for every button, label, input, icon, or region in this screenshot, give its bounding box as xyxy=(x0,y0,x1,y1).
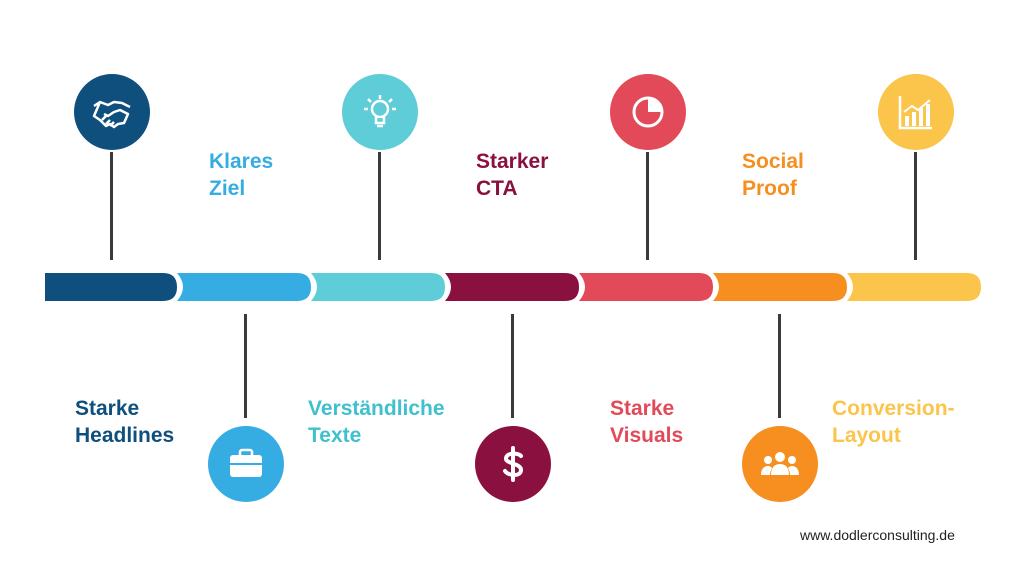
connector-line xyxy=(244,314,247,418)
label-line: Starke xyxy=(75,397,140,420)
connector-line xyxy=(646,152,649,260)
connector-line xyxy=(511,314,514,418)
label-line: Starke xyxy=(610,397,675,420)
label-line: Ziel xyxy=(209,177,246,200)
icon-bar-chart xyxy=(878,74,954,150)
timeline-segment xyxy=(847,273,981,301)
connector-line xyxy=(778,314,781,418)
label-line: Conversion- xyxy=(832,397,955,420)
label-line: Klares xyxy=(209,150,274,173)
label-line: Layout xyxy=(832,424,901,447)
label-line: Proof xyxy=(742,177,797,200)
label-line: Visuals xyxy=(610,424,684,447)
bar-chart-icon xyxy=(898,96,932,130)
icon-lightbulb xyxy=(342,74,418,150)
timeline-segment xyxy=(177,273,311,301)
icon-group xyxy=(742,426,818,502)
label-line: Headlines xyxy=(75,424,175,447)
briefcase-icon xyxy=(230,448,262,477)
website-url: www.dodlerconsulting.de xyxy=(800,527,955,543)
lightbulb-icon xyxy=(364,95,396,128)
pie-chart-icon xyxy=(632,96,664,128)
connector-line xyxy=(110,152,113,260)
label-line: Texte xyxy=(308,424,362,447)
label-conversion-layout: Conversion- Layout xyxy=(832,395,955,449)
icon-pie-chart xyxy=(610,74,686,150)
timeline-segment xyxy=(45,273,177,301)
label-line: CTA xyxy=(476,177,518,200)
icon-dollar xyxy=(475,426,551,502)
handshake-icon xyxy=(92,100,131,129)
label-line: Verständliche xyxy=(308,397,445,420)
timeline-segment xyxy=(311,273,445,301)
label-line: Starker xyxy=(476,150,549,173)
timeline-segment xyxy=(713,273,847,301)
icon-handshake xyxy=(74,74,150,150)
dollar-icon xyxy=(503,446,524,482)
label-line: Social xyxy=(742,150,804,173)
icon-briefcase xyxy=(208,426,284,502)
connector-line xyxy=(378,152,381,260)
timeline-segment xyxy=(445,273,579,301)
connector-line xyxy=(914,152,917,260)
group-icon xyxy=(761,452,799,475)
timeline-segment xyxy=(579,273,713,301)
